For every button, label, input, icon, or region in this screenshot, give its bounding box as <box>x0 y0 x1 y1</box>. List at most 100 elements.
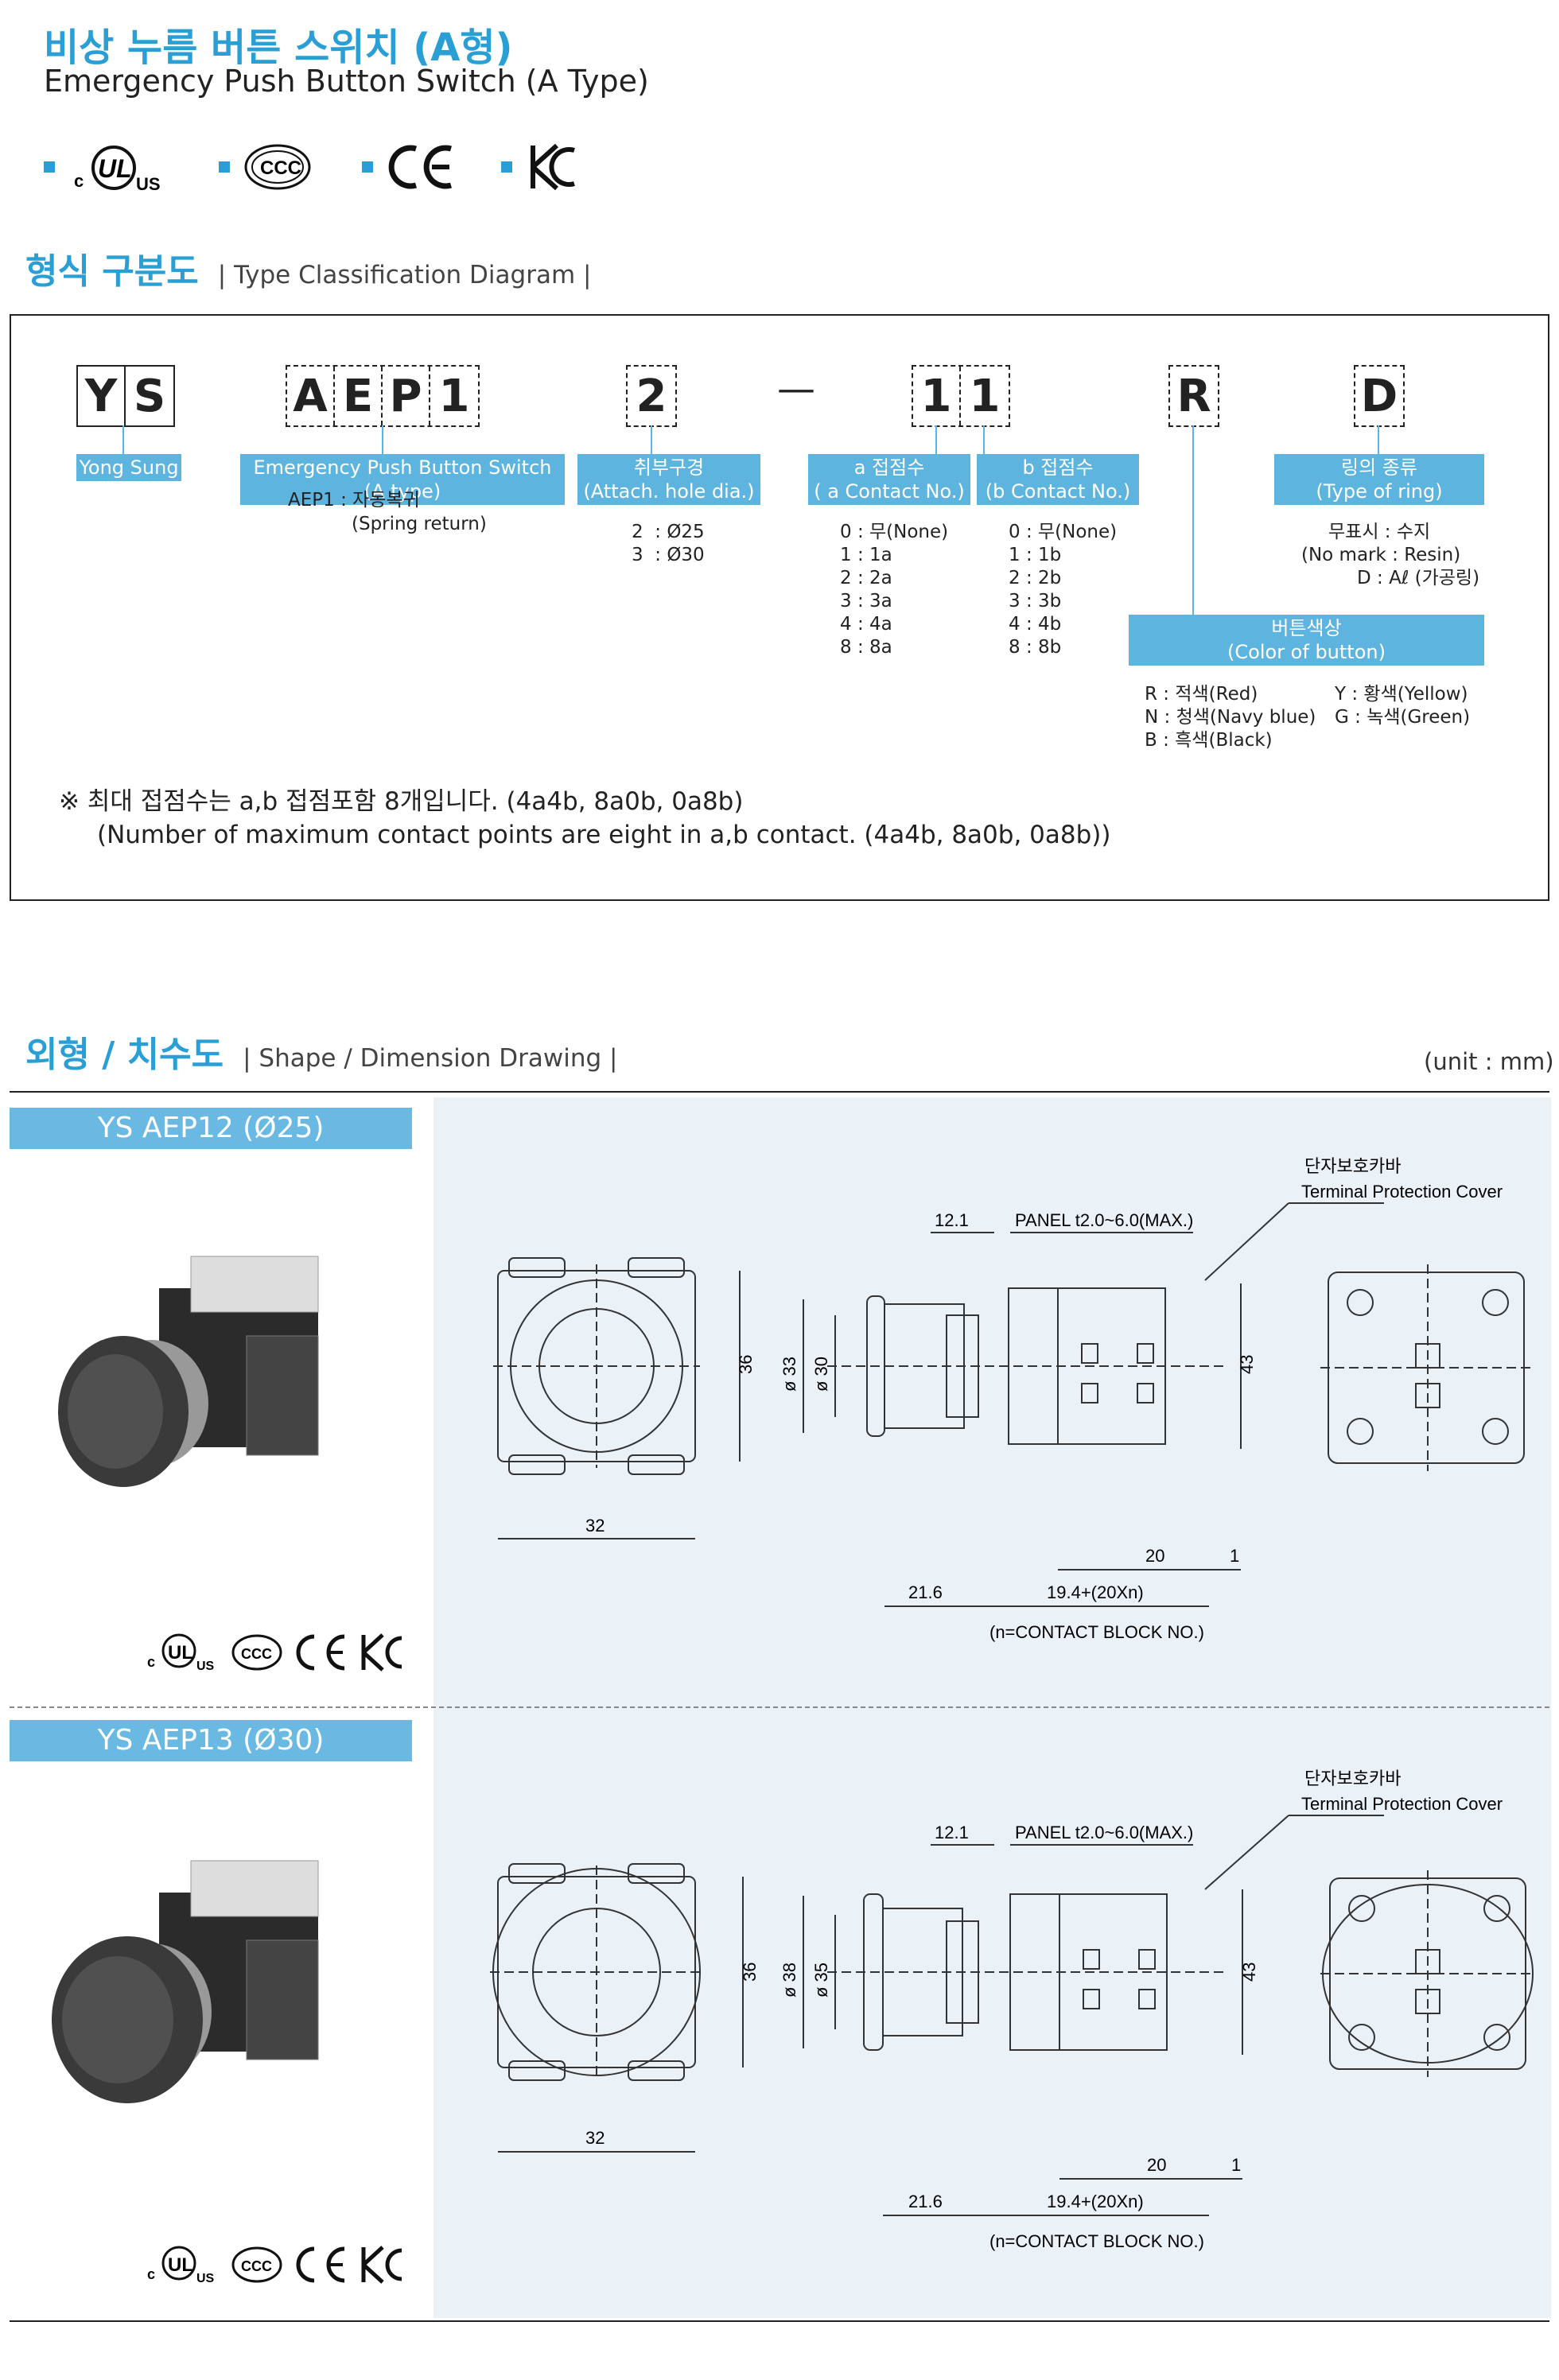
code-char: A <box>287 367 335 425</box>
aep1-text-2: (Spring return) <box>352 514 487 534</box>
product-tab-aep13: YS AEP13 (Ø30) <box>10 1720 412 1761</box>
dim-d38: ø 38 <box>780 1963 799 1998</box>
code-char: R <box>1176 370 1211 422</box>
code-char: 2 <box>636 370 667 422</box>
ccc-icon: CCC <box>244 144 311 190</box>
ce-icon <box>388 145 452 189</box>
code-char: D <box>1360 370 1398 422</box>
svg-text:CCC: CCC <box>241 1646 272 1662</box>
dim-36: 36 <box>740 1963 760 1982</box>
dim-panel: PANEL t2.0~6.0(MAX.) <box>1015 1823 1193 1842</box>
a-opt: 3 : 3a <box>840 591 892 612</box>
shape-section-title-en: | Shape / Dimension Drawing | <box>243 1044 618 1073</box>
dim-d35: ø 35 <box>811 1963 831 1998</box>
ce-icon <box>296 1634 345 1671</box>
code-box-ys: Y S <box>76 365 175 427</box>
attach-opt: 2 : Ø25 <box>632 522 705 542</box>
label-a-contact: a 접점수( a Contact No.) <box>808 454 970 505</box>
aep1-text-1: AEP1 : 자동복귀 <box>288 490 420 511</box>
dim-cover-kr: 단자보호카바 <box>1304 1156 1401 1176</box>
kc-icon <box>531 143 575 191</box>
dim-36: 36 <box>736 1355 756 1374</box>
code-char: P <box>383 367 430 425</box>
label-type-a: Emergency Push Button Switch (A type) <box>240 454 565 505</box>
a-opt: 8 : 8a <box>840 637 892 658</box>
page-title-kr: 비상 누름 버튼 스위치 (A형) <box>44 25 513 70</box>
attach-opt: 3 : Ø30 <box>632 545 705 565</box>
b-opt: 2 : 2b <box>1009 568 1062 588</box>
dim-panel: PANEL t2.0~6.0(MAX.) <box>1015 1210 1193 1230</box>
b-opt: 8 : 8b <box>1009 637 1062 658</box>
dim-1: 1 <box>1230 1546 1239 1566</box>
svg-text:CCC: CCC <box>241 2258 272 2274</box>
color-opt: B : 흑색(Black) <box>1145 730 1273 751</box>
label-yong-sung: Yong Sung <box>76 454 181 481</box>
color-opt: G : 녹색(Green) <box>1335 707 1471 728</box>
b-opt: 3 : 3b <box>1009 591 1062 612</box>
product-tab-aep12: YS AEP12 (Ø25) <box>10 1108 412 1149</box>
ccc-icon: CCC <box>231 1634 282 1671</box>
code-char: 1 <box>438 370 470 422</box>
product-separator <box>10 1706 1549 1708</box>
dim-d33: ø 33 <box>780 1357 799 1392</box>
a-opt: 2 : 2a <box>840 568 892 588</box>
dim-21-6: 21.6 <box>908 2192 943 2211</box>
ring-opt: 무표시 : 수지 <box>1328 522 1431 542</box>
dim-43: 43 <box>1239 1963 1259 1982</box>
code-box-hole: 2 <box>626 365 677 427</box>
svg-text:US: US <box>196 2272 215 2285</box>
ring-opt: D : Aℓ (가공링) <box>1357 568 1480 588</box>
dim-19-4: 19.4+(20Xn) <box>1047 2192 1144 2211</box>
svg-text:c: c <box>147 1654 155 1670</box>
dim-20: 20 <box>1147 2155 1166 2175</box>
code-char: 1 <box>969 370 1001 422</box>
type-section-title-kr: 형식 구분도 <box>25 251 199 292</box>
svg-text:c: c <box>147 2266 155 2282</box>
code-box-contacts: 1 1 <box>912 365 1010 427</box>
note-line-1: ※ 최대 접점수는 a,b 접점포함 8개입니다. (4a4b, 8a0b, 0… <box>59 787 744 816</box>
a-opt: 1 : 1a <box>840 545 892 565</box>
dim-cover-kr: 단자보호카바 <box>1304 1768 1401 1788</box>
kc-icon <box>361 1633 402 1671</box>
svg-text:US: US <box>196 1660 215 1673</box>
label-color: 버튼색상(Color of button) <box>1129 615 1484 666</box>
color-opt: N : 청색(Navy blue) <box>1145 707 1316 728</box>
cert-kc <box>501 139 581 195</box>
cert-ce <box>362 139 457 195</box>
ul-c-us-icon: c UL US <box>74 146 161 194</box>
label-attach: 취부구경(Attach. hole dia.) <box>577 454 760 505</box>
dim-32: 32 <box>585 1516 605 1536</box>
dim-32: 32 <box>585 2128 605 2148</box>
dim-1: 1 <box>1231 2155 1241 2175</box>
color-opt: Y : 황색(Yellow) <box>1335 684 1468 705</box>
b-opt: 0 : 무(None) <box>1009 522 1118 542</box>
shape-section-header: 외형 / 치수도 | Shape / Dimension Drawing | <box>25 1026 617 1077</box>
product-photo-aep13 <box>52 1860 319 2103</box>
dim-cover-en: Terminal Protection Cover <box>1301 1182 1503 1202</box>
b-opt: 1 : 1b <box>1009 545 1062 565</box>
dim-n-note: (n=CONTACT BLOCK NO.) <box>989 2231 1204 2251</box>
dim-12-1: 12.1 <box>935 1210 969 1230</box>
a-opt: 0 : 무(None) <box>840 522 949 542</box>
unit-label: (unit : mm) <box>1424 1048 1554 1075</box>
svg-text:UL: UL <box>168 1642 193 1664</box>
type-section-title-en: | Type Classification Diagram | <box>217 261 592 289</box>
svg-text:UL: UL <box>168 2254 193 2276</box>
code-box-aep1: A E P 1 <box>286 365 480 427</box>
ccc-icon: CCC <box>231 2246 282 2283</box>
dimension-drawing-aep13: 단자보호카바 Terminal Protection Cover 12.1 PA… <box>490 1768 1535 2251</box>
shape-section-title-kr: 외형 / 치수도 <box>25 1035 224 1075</box>
code-dash: — <box>777 367 815 411</box>
kc-icon <box>361 2246 402 2284</box>
type-classification-diagram: Y S A E P 1 2 — 1 1 R D Yong Sung Emerge… <box>10 314 1549 901</box>
svg-text:CCC: CCC <box>260 157 301 179</box>
code-char: E <box>335 367 383 425</box>
cert-ccc: CCC <box>219 139 314 195</box>
label-ring: 링의 종류(Type of ring) <box>1274 454 1484 505</box>
label-b-contact: b 접점수(b Contact No.) <box>977 454 1139 505</box>
code-box-color: R <box>1168 365 1219 427</box>
